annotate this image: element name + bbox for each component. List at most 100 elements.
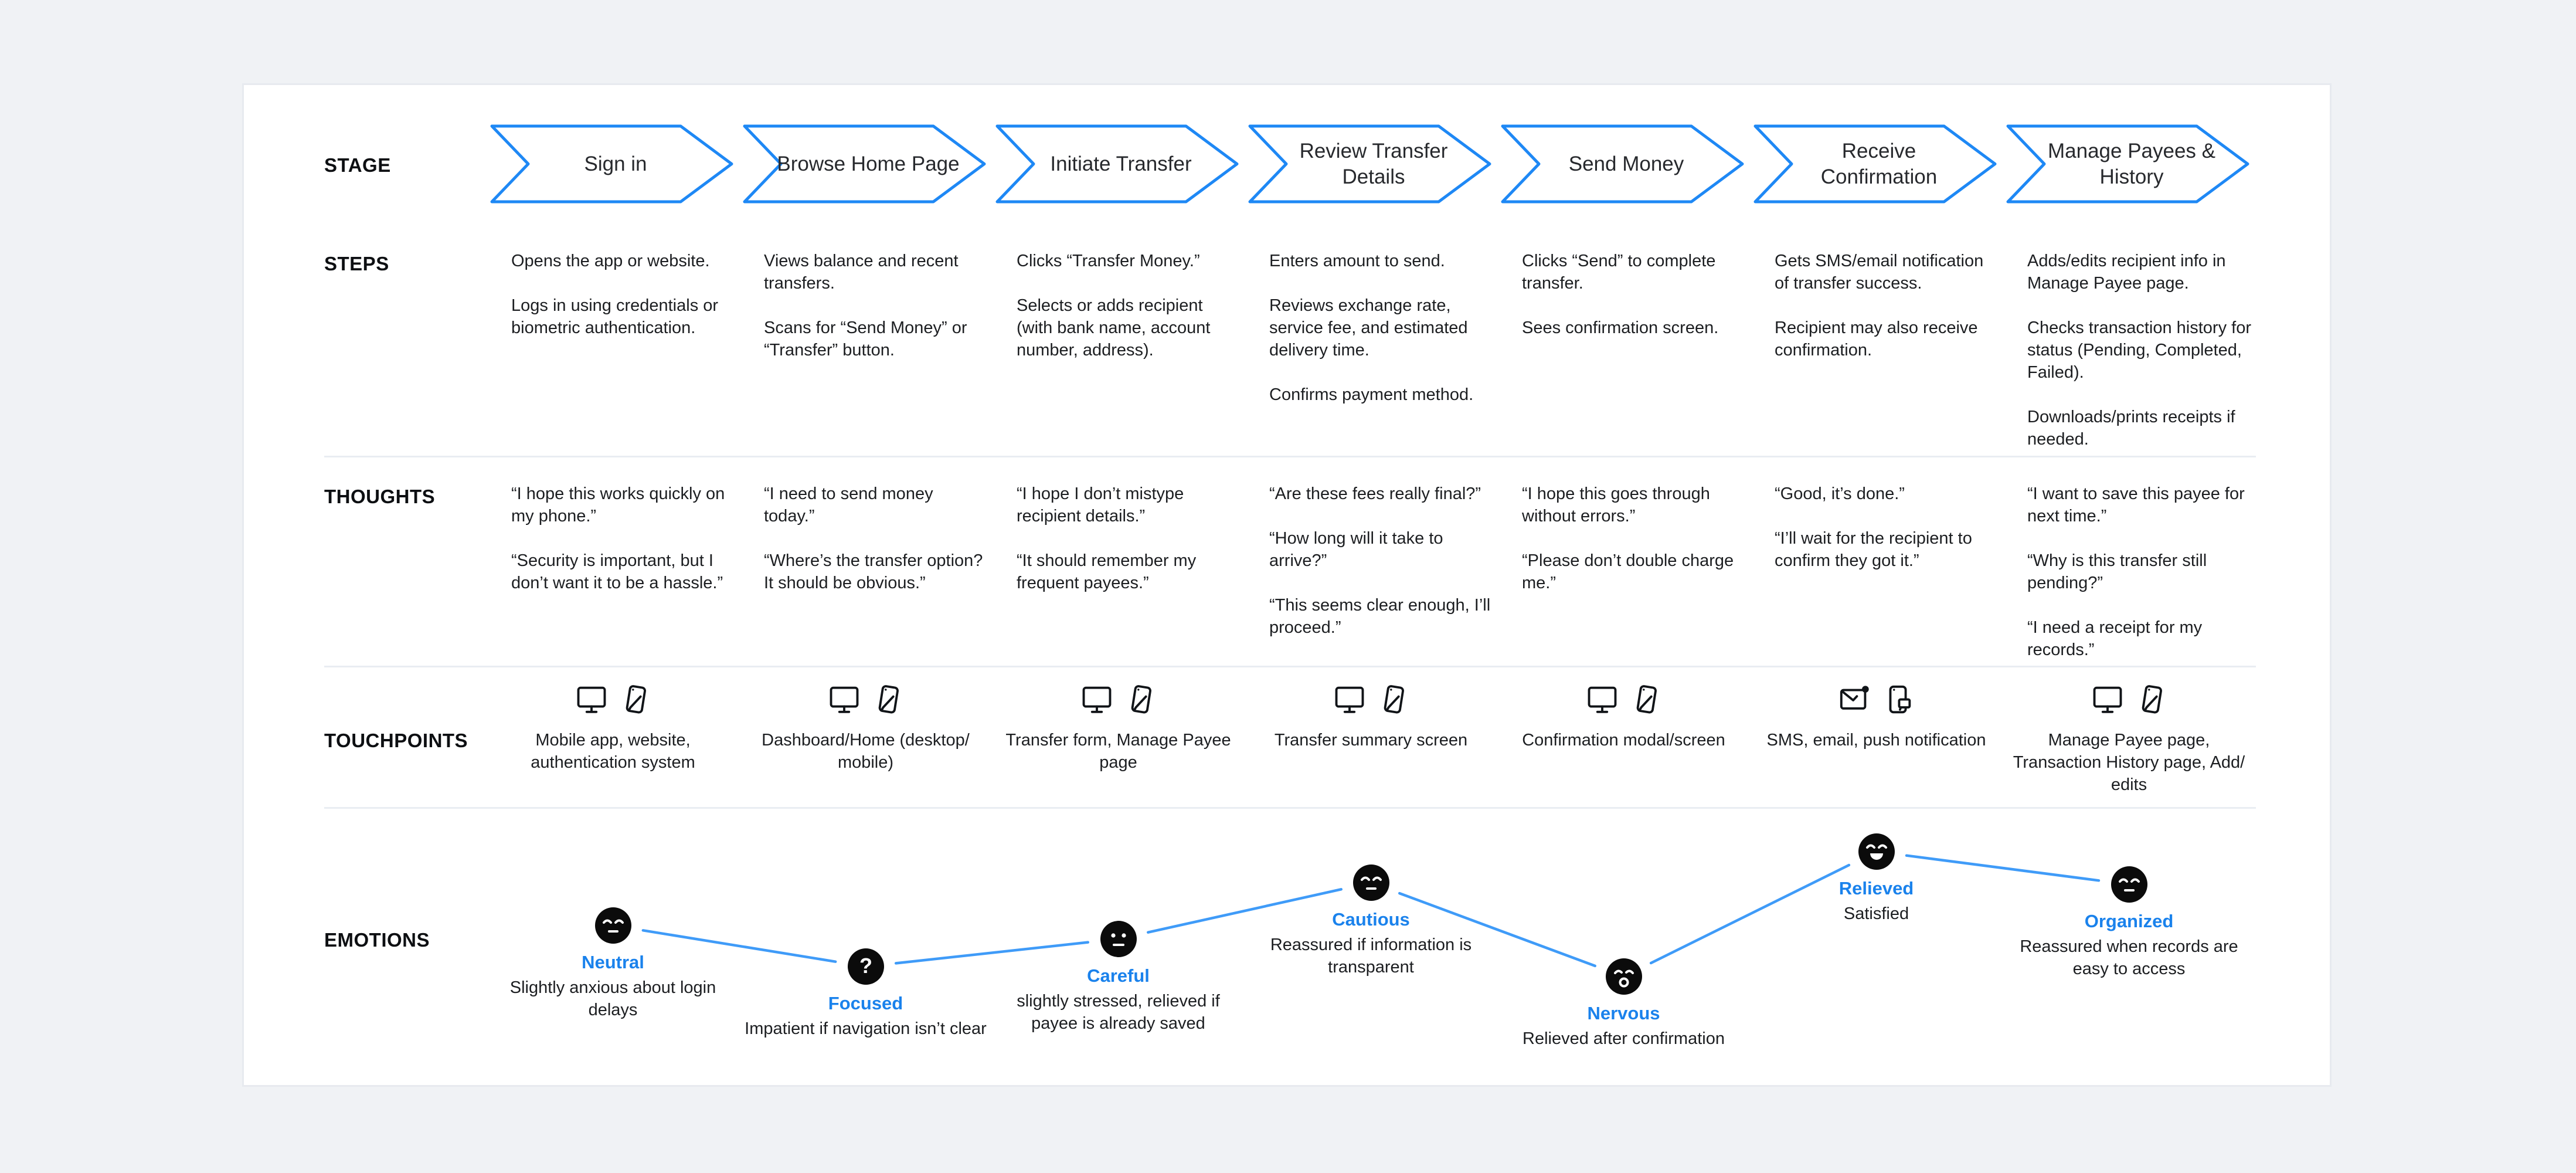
thought-cell: “I want to save this payee for next time… (2003, 483, 2255, 661)
stage-chevron: Initiate Transfer (992, 122, 1245, 206)
thought-quote: “Please don’t double charge me.” (1522, 551, 1734, 592)
thought-quote: “I’ll wait for the recipient to confirm … (1775, 529, 1972, 570)
relieved-face-icon (2111, 866, 2147, 903)
touchpoint-cell: Confirmation modal/screen (1497, 679, 1750, 796)
divider-under-steps (324, 456, 2256, 457)
touchpoint-icons (1585, 679, 1663, 717)
touchpoint-caption: SMS, email, push notification (1766, 731, 1986, 750)
emotion-name: Nervous (1587, 1003, 1660, 1023)
step-cell: Clicks “Transfer Money.”Selects or adds … (992, 250, 1245, 450)
stage-label: Sign in (584, 152, 647, 175)
thought-cell: “I hope this works quickly on my phone.”… (487, 483, 739, 661)
touchpoint-cell: Mobile app, website, authentication syst… (487, 679, 739, 796)
emotion-name: Careful (1087, 965, 1150, 986)
touchpoint-icons (575, 679, 652, 717)
journey-map-card: STAGE STEPS THOUGHTS TOUCHPOINTS EMOTION… (242, 83, 2332, 1087)
anguished-face-icon (1605, 958, 1642, 995)
emotion-curve-segment (1147, 888, 1343, 934)
stage-label: Initiate Transfer (1050, 152, 1192, 175)
thoughts-row: “I hope this works quickly on my phone.”… (487, 483, 2255, 661)
relieved-face-icon (594, 907, 631, 944)
touchpoint-cell: Transfer form, Manage Payee page (992, 679, 1245, 796)
stage-chevron: Sign in (487, 122, 739, 206)
step-paragraph: Adds/edits recipient info in Manage Paye… (2027, 252, 2226, 293)
thought-quote: “I hope this works quickly on my phone.” (511, 484, 725, 526)
touchpoint-caption: Transfer form, Manage Payee page (1005, 731, 1231, 772)
mobile-pen-icon (871, 683, 905, 717)
step-cell: Gets SMS/email notification of transfer … (1750, 250, 2003, 450)
emotion-name: Neutral (582, 952, 644, 972)
step-paragraph: Gets SMS/email notification of transfer … (1775, 252, 1984, 293)
touchpoint-cell: SMS, email, push notification (1750, 679, 2003, 796)
emotion-name: Cautious (1332, 909, 1410, 930)
touchpoint-cell: Dashboard/Home (desktop/ mobile) (739, 679, 992, 796)
stage-label: Browse Home Page (777, 152, 960, 175)
thought-quote: “Where’s the transfer option? It should … (764, 551, 983, 592)
row-label-steps: STEPS (324, 253, 389, 274)
divider-under-touchpoints (324, 807, 2256, 809)
steps-row: Opens the app or website.Logs in using c… (487, 250, 2255, 450)
grin-face-icon (1858, 833, 1895, 870)
monitor-icon (575, 683, 609, 717)
step-paragraph: Sees confirmation screen. (1522, 318, 1719, 337)
stage-chevron: Receive Confirmation (1750, 122, 2003, 206)
monitor-icon (2091, 683, 2125, 717)
emotion-curve-segment (894, 941, 1090, 965)
step-paragraph: Recipient may also receive confirmation. (1775, 318, 1978, 360)
emotion-description: Relieved after confirmation (1523, 1029, 1725, 1048)
row-label-touchpoints: TOUCHPOINTS (324, 730, 468, 751)
monitor-icon (1333, 683, 1367, 717)
thought-quote: “Are these fees really final?” (1269, 484, 1481, 503)
emotion-curve-segment (641, 929, 837, 963)
emotion-node: Careful slightly stressed, relieved if pa… (993, 921, 1245, 1035)
thought-quote: “Good, it’s done.” (1775, 484, 1905, 503)
emotion-description: slightly stressed, relieved if payee is … (1017, 992, 1220, 1033)
touchpoint-icons (1080, 679, 1157, 717)
stage-row: Sign in Browse Home Page Initiate Transfer… (487, 122, 2255, 206)
touchpoint-cell: Manage Payee page, Transaction History p… (2003, 679, 2255, 796)
thought-cell: “I hope this goes through without errors… (1497, 483, 1750, 661)
emotion-curve-segment (1649, 863, 1851, 965)
stage-label: Receive Confirmation (1820, 139, 1938, 188)
question-face-icon: ? (847, 948, 884, 985)
thought-quote: “I hope I don’t mistype recipient detail… (1017, 484, 1184, 526)
step-paragraph: Scans for “Send Money” or “Transfer” but… (764, 318, 967, 360)
step-paragraph: Selects or adds recipient (with bank nam… (1017, 296, 1211, 360)
stage-chevron: Manage Payees & History (2003, 122, 2255, 206)
emotion-name: Relieved (1838, 878, 1914, 899)
step-paragraph: Views balance and recent transfers. (764, 252, 959, 293)
row-label-stage: STAGE (324, 154, 391, 176)
touchpoint-icons (2091, 679, 2168, 717)
emotion-curve-segment (1398, 891, 1597, 968)
thought-quote: “How long will it take to arrive?” (1269, 529, 1443, 570)
touchpoint-cell: Transfer summary screen (1245, 679, 1497, 796)
thought-cell: “Good, it’s done.” “I’ll wait for the rec… (1750, 483, 2003, 661)
emotion-description: Reassured when records are easy to acces… (2020, 937, 2238, 978)
row-label-thoughts: THOUGHTS (324, 486, 436, 507)
thought-quote: “I need to send money today.” (764, 484, 933, 526)
monitor-icon (1585, 683, 1619, 717)
emotion-curve-segment (1905, 854, 2101, 882)
mobile-pen-icon (2134, 683, 2168, 717)
divider-under-thoughts (324, 666, 2256, 667)
mobile-pen-icon (1629, 683, 1663, 717)
emotion-description: Reassured if information is transparent (1270, 935, 1472, 977)
stage-chevron: Send Money (1497, 122, 1750, 206)
step-paragraph: Downloads/prints receipts if needed. (2027, 408, 2235, 449)
mobile-pen-icon (1123, 683, 1157, 717)
touchpoint-caption: Mobile app, website, authentication syst… (531, 731, 695, 772)
neutral-face-icon (1100, 921, 1137, 957)
touchpoints-row: Mobile app, website, authentication syst… (487, 679, 2255, 796)
thought-cell: “I need to send money today.” “Where’s th… (739, 483, 992, 661)
emotion-curve (641, 854, 2101, 968)
monitor-icon (827, 683, 861, 717)
touchpoint-icons (1838, 679, 1915, 717)
phone-message-icon (1881, 683, 1915, 717)
emotion-description: Satisfied (1843, 904, 1909, 923)
